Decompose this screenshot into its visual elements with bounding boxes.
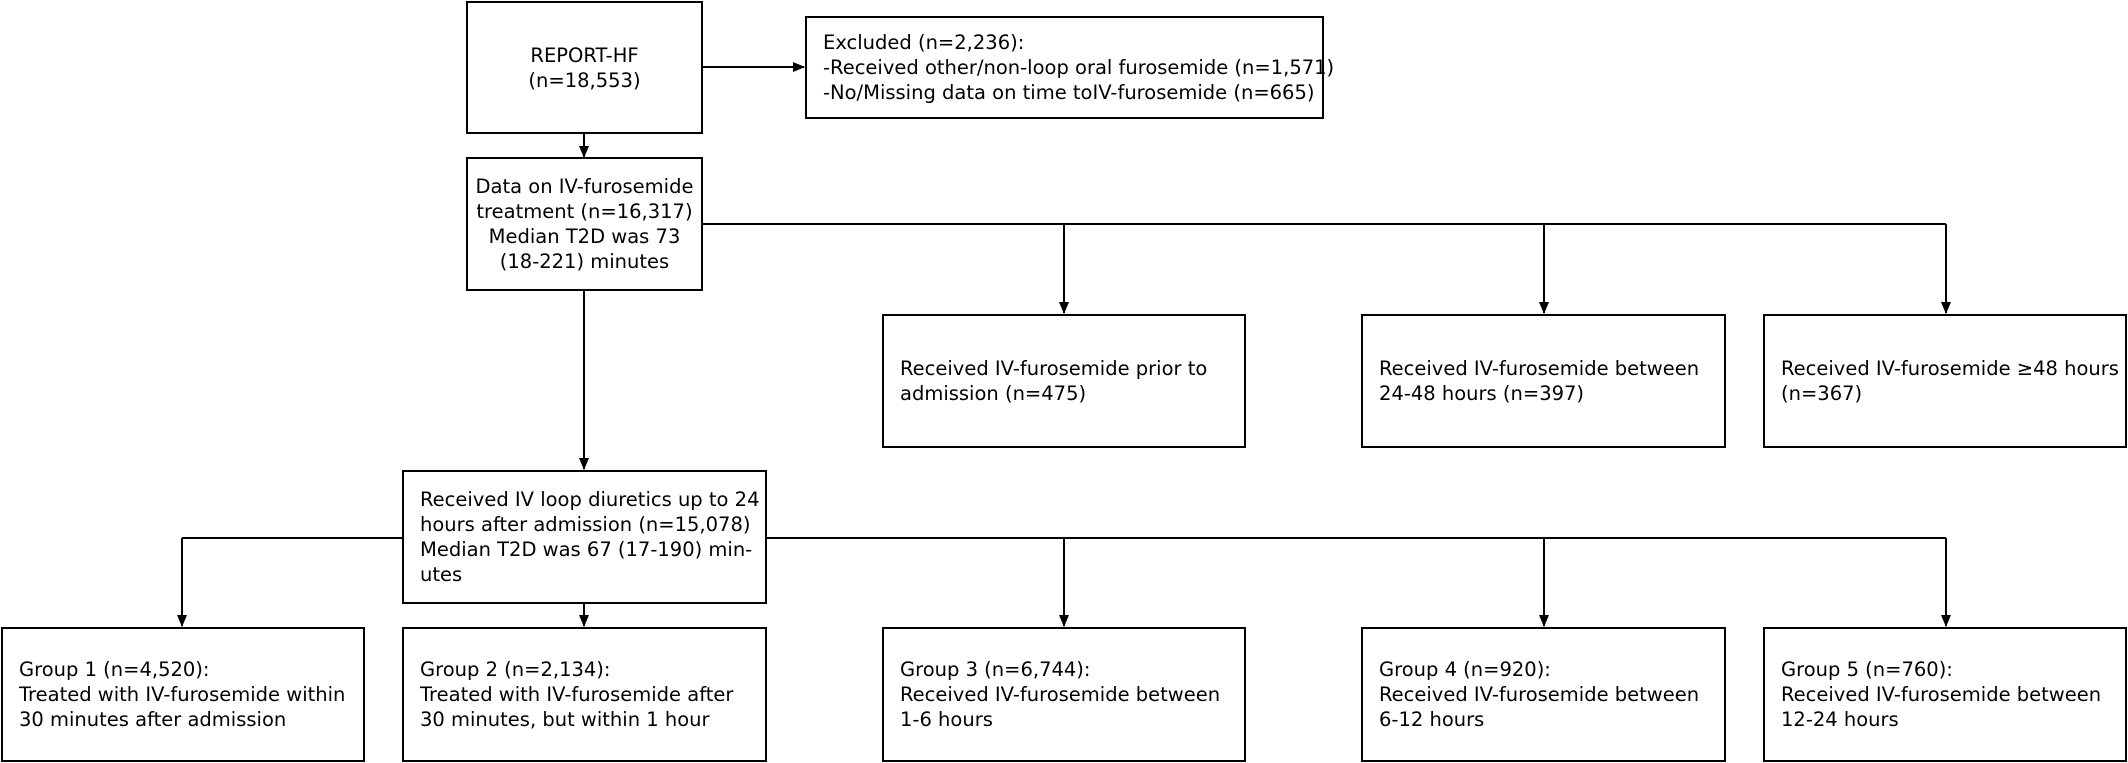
ge-48-line-1: Received IV-furosemide ≥48 hours — [1781, 357, 2119, 380]
report-hf-count: (n=18,553) — [528, 68, 641, 92]
between-24-48-box: Received IV-furosemide between 24-48 hou… — [1361, 314, 1726, 448]
group-3-line-2: Received IV-furosemide between — [900, 683, 1221, 706]
group-3-box: Group 3 (n=6,744): Received IV-furosemid… — [882, 627, 1246, 762]
group-4-line-3: 6-12 hours — [1379, 708, 1485, 731]
prior-admission-line-2: admission (n=475) — [900, 382, 1087, 405]
up-to-24-hours-box: Received IV loop diuretics up to 24 hour… — [402, 470, 767, 604]
report-hf-box: REPORT-HF (n=18,553) — [466, 1, 703, 134]
group-2-title: Group 2 (n=2,134): — [420, 658, 611, 681]
group-4-box: Group 4 (n=920): Received IV-furosemide … — [1361, 627, 1726, 762]
group-5-box: Group 5 (n=760): Received IV-furosemide … — [1763, 627, 2127, 762]
up-to-24-line-4: utes — [420, 563, 463, 586]
excluded-title: Excluded (n=2,236): — [823, 31, 1025, 54]
group-2-line-2: Treated with IV-furosemide after — [420, 683, 734, 706]
data-iv-line-1: Data on IV-furosemide — [475, 175, 694, 198]
excluded-box: Excluded (n=2,236): -Received other/non-… — [805, 16, 1334, 119]
data-iv-furosemide-box: Data on IV-furosemide treatment (n=16,31… — [466, 157, 703, 291]
group-5-line-3: 12-24 hours — [1781, 708, 1899, 731]
group-5-title: Group 5 (n=760): — [1781, 658, 1953, 681]
ge-48-hours-box: Received IV-furosemide ≥48 hours (n=367) — [1763, 314, 2127, 448]
group-3-title: Group 3 (n=6,744): — [900, 658, 1091, 681]
up-to-24-line-3: Median T2D was 67 (17-190) min- — [420, 538, 753, 561]
excluded-reason-2: -No/Missing data on time toIV-furosemide… — [823, 81, 1315, 104]
between-24-48-line-1: Received IV-furosemide between — [1379, 357, 1700, 380]
group-1-line-3: 30 minutes after admission — [19, 708, 287, 731]
group-1-title: Group 1 (n=4,520): — [19, 658, 210, 681]
group-1-line-2: Treated with IV-furosemide within — [19, 683, 346, 706]
group-2-box: Group 2 (n=2,134): Treated with IV-furos… — [402, 627, 767, 762]
excluded-reason-1: -Received other/non-loop oral furosemide… — [823, 56, 1335, 79]
up-to-24-line-2: hours after admission (n=15,078) — [420, 513, 751, 536]
group-3-line-3: 1-6 hours — [900, 708, 993, 731]
report-hf-title: REPORT-HF — [530, 43, 639, 67]
between-24-48-line-2: 24-48 hours (n=397) — [1379, 382, 1585, 405]
group-2-line-3: 30 minutes, but within 1 hour — [420, 708, 710, 731]
group-1-box: Group 1 (n=4,520): Treated with IV-furos… — [1, 627, 365, 762]
data-iv-line-4: (18-221) minutes — [499, 250, 670, 273]
prior-admission-line-1: Received IV-furosemide prior to — [900, 357, 1208, 380]
up-to-24-line-1: Received IV loop diuretics up to 24 — [420, 488, 760, 511]
ge-48-line-2: (n=367) — [1781, 382, 1863, 405]
prior-admission-box: Received IV-furosemide prior to admissio… — [882, 314, 1246, 448]
group-4-title: Group 4 (n=920): — [1379, 658, 1551, 681]
data-iv-line-3: Median T2D was 73 — [488, 225, 681, 248]
group-5-line-2: Received IV-furosemide between — [1781, 683, 2102, 706]
group-4-line-2: Received IV-furosemide between — [1379, 683, 1700, 706]
data-iv-line-2: treatment (n=16,317) — [476, 200, 693, 223]
